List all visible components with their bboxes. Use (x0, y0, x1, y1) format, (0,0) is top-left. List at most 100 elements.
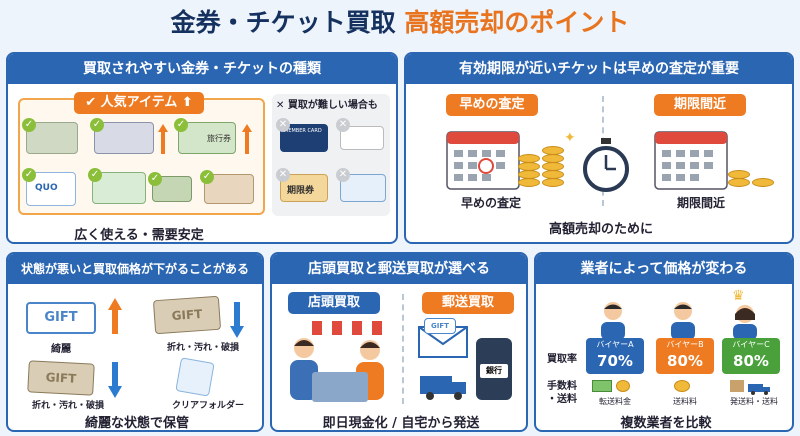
row-fee-label: 手数料 ・送料 (547, 381, 577, 405)
ticket-stub (340, 126, 384, 150)
panel-methods: 店頭買取と郵送買取が選べる 店頭買取 郵送買取 GIFT 銀行 即日現金化 / … (270, 252, 528, 432)
check-icon: ✓ (200, 170, 214, 184)
difficult-items-label: 買取が難しい場合も (287, 100, 378, 111)
travel-voucher: 旅行券 (178, 122, 236, 154)
popular-items-tag: ✔ 人気アイテム ⬆ (74, 92, 204, 114)
buyer-avatar (598, 300, 628, 340)
title-main: 金券・チケット買取 (170, 8, 396, 37)
panel-compare-header: 業者によって価格が変わる (536, 254, 792, 284)
coin-icon (674, 380, 690, 392)
buyer-fee: 送料料 (673, 397, 697, 406)
calendar-icon (654, 126, 728, 190)
arrow-up-icon: ⬆ (177, 95, 193, 110)
buyer-rate: 80% (667, 352, 703, 370)
divider (402, 294, 404, 404)
check-icon: ✓ (90, 118, 104, 132)
panel-ticket-types: 買取されやすい金券・チケットの種類 ✔ 人気アイテム ⬆ ✓ ✓ 旅行券 ✓ Q… (6, 52, 398, 244)
damaged-gift-card: GIFT (152, 295, 222, 335)
panel-expiry-footer: 高額売却のために (548, 222, 653, 237)
damaged-gift-card: GIFT (27, 360, 95, 396)
truck-icon (748, 380, 772, 395)
panel-ticket-types-footer: 広く使える・需要安定 (74, 228, 204, 243)
panel-expiry: 有効期限が近いチケットは早めの査定が重要 早めの査定 期限間近 ✦ (404, 52, 794, 244)
x-icon: ✕ (336, 168, 350, 182)
coin-stack (542, 170, 564, 179)
coin-stack (518, 178, 540, 187)
popular-items-label: 人気アイテム (100, 95, 178, 110)
sparkle-icon: ✦ (564, 130, 576, 146)
coin-stack (728, 178, 750, 187)
label-clean: 綺麗 (51, 344, 71, 355)
popular-check-icon: ✔ (85, 95, 101, 110)
arrow-down-icon (230, 302, 244, 338)
coin-stack (542, 178, 564, 187)
tag-early-appraisal: 早めの査定 (446, 94, 538, 116)
buyer-card-c[interactable]: バイヤーC 80% (722, 338, 780, 374)
coin-stack (542, 146, 564, 155)
gift-card-3 (92, 172, 146, 204)
buyer-fee: 発送料・送料 (730, 397, 778, 406)
store-awning (312, 320, 392, 335)
buyer-name: バイヤーC (732, 340, 770, 349)
panel-condition-header: 状態が悪いと買取価格が下がることがある (8, 254, 262, 284)
check-icon: ✓ (174, 118, 188, 132)
bank-label: 銀行 (480, 364, 508, 378)
crown-icon: ♛ (732, 288, 745, 304)
x-icon: ✕ (336, 118, 350, 132)
buyer-name: バイヤーA (596, 340, 634, 349)
cash-icon (592, 380, 612, 392)
check-icon: ✓ (148, 172, 162, 186)
check-icon: ✓ (22, 168, 36, 182)
panel-methods-footer: 即日現金化 / 自宅から発送 (322, 416, 480, 431)
panel-condition-footer: 綺麗な状態で保管 (84, 416, 189, 431)
tag-mail-purchase: 郵送買取 (422, 292, 514, 314)
coin-stack (518, 154, 540, 163)
row-rate-label: 買取率 (547, 354, 577, 365)
label-damaged-top: 折れ・汚れ・破損 (166, 343, 239, 353)
buyer-rate: 70% (597, 352, 633, 370)
page-title: 金券・チケット買取 高額売却のポイント (0, 4, 800, 42)
clean-gift-card: GIFT (26, 302, 96, 334)
check-icon: ✓ (88, 168, 102, 182)
panel-methods-header: 店頭買取と郵送買取が選べる (272, 254, 526, 284)
coin-stack (518, 162, 540, 171)
counter (312, 372, 368, 402)
buyer-rate: 80% (733, 352, 769, 370)
calendar-icon (446, 126, 520, 190)
panel-compare-footer: 複数業者を比較 (620, 416, 712, 431)
stopwatch-icon (582, 138, 630, 192)
box-icon (730, 380, 744, 392)
buyer-card-a[interactable]: バイヤーA 70% (586, 338, 644, 374)
panel-compare: 業者によって価格が変わる 買取率 手数料 ・送料 バイヤーA 70% 転送料金 … (534, 252, 794, 432)
coin-icon (616, 380, 630, 392)
panel-expiry-header: 有効期限が近いチケットは早めの査定が重要 (406, 54, 792, 84)
label-near-expiry: 期限間近 (676, 196, 725, 210)
coin-stack (518, 170, 540, 179)
truck-icon (420, 372, 470, 400)
check-icon: ✓ (22, 118, 36, 132)
buyer-card-b[interactable]: バイヤーB 80% (656, 338, 714, 374)
buyer-fee: 転送料金 (599, 397, 631, 406)
x-icon: ✕ (276, 168, 290, 182)
difficult-items-heading: ✕ 買取が難しい場合も (276, 96, 386, 111)
x-icon: ✕ (276, 118, 290, 132)
x-icon: ✕ (276, 100, 288, 111)
customer-person (286, 334, 322, 400)
coin-stack (752, 178, 774, 187)
arrow-up-icon (242, 124, 252, 154)
label-clear-folder: クリアフォルダー (171, 401, 244, 411)
tag-store-purchase: 店頭買取 (288, 292, 380, 314)
gift-card: GIFT (424, 318, 456, 334)
coin-stack (728, 170, 750, 179)
arrow-up-icon (158, 124, 168, 154)
title-accent: 高額売却のポイント (404, 8, 630, 37)
buyer-avatar (730, 304, 760, 340)
gift-card-2 (94, 122, 154, 154)
clear-folder-icon (175, 357, 215, 397)
buyer-name: バイヤーB (666, 340, 704, 349)
coin-stack (542, 154, 564, 163)
arrow-down-icon (108, 362, 122, 398)
panel-ticket-types-header: 買取されやすい金券・チケットの種類 (8, 54, 396, 84)
arrow-up-icon (108, 298, 122, 334)
tag-near-expiry: 期限間近 (654, 94, 746, 116)
